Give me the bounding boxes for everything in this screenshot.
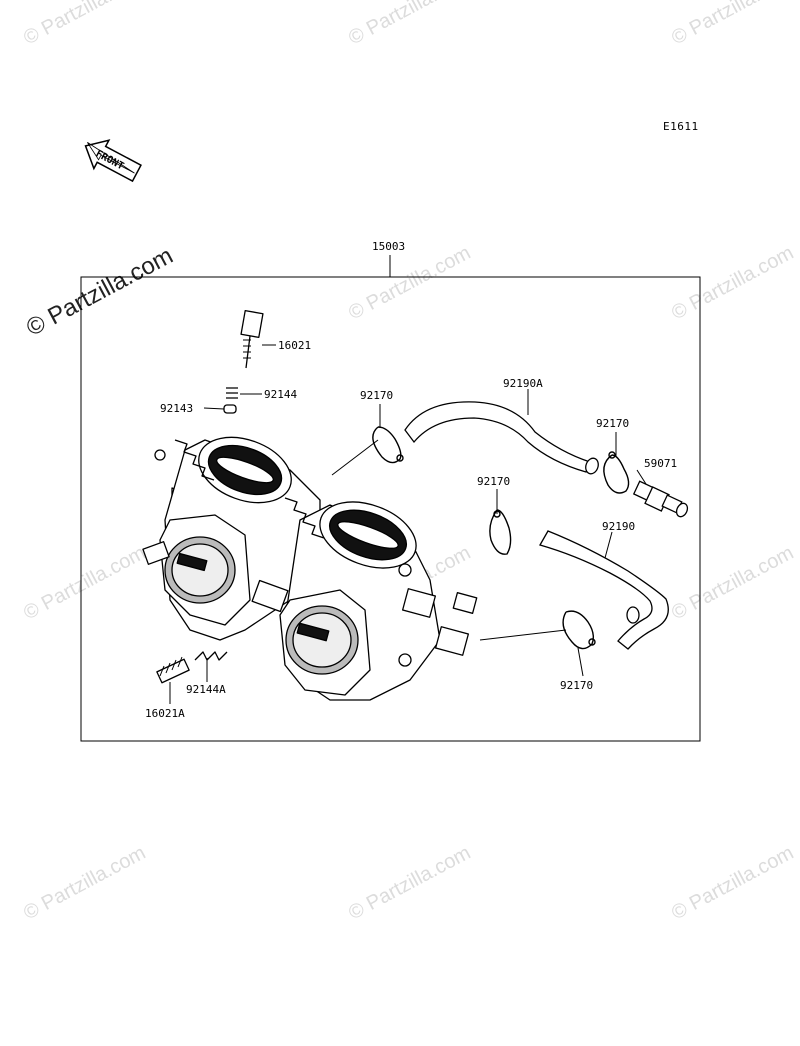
hose-clamp-92170-top (372, 426, 404, 464)
label-92170-mid: 92170 (477, 475, 510, 488)
hose-clamp-92170-mid (489, 509, 512, 555)
part-labels: 15003 16021 92144 92143 92170 92190A 921… (145, 240, 677, 720)
label-92190: 92190 (602, 520, 635, 533)
label-59071: 59071 (644, 457, 677, 470)
label-92170-bottom: 92170 (560, 679, 593, 692)
idle-screw-16021A (156, 656, 190, 684)
hose-clamp-92170-right (603, 451, 630, 494)
label-92170-top: 92170 (360, 389, 393, 402)
front-arrow-icon: FRONT (84, 139, 142, 183)
label-92144A: 92144A (186, 683, 226, 696)
leader-lines (169, 344, 647, 704)
label-92144: 92144 (264, 388, 297, 401)
label-92143: 92143 (160, 402, 193, 415)
carburetor-assembly (142, 309, 478, 701)
label-92170-right: 92170 (596, 417, 629, 430)
hose-clamp-92170-bottom (562, 610, 596, 650)
label-15003: 15003 (372, 240, 405, 253)
hose-92190A (404, 401, 599, 475)
label-92190A: 92190A (503, 377, 543, 390)
label-16021: 16021 (278, 339, 311, 352)
label-16021A: 16021A (145, 707, 185, 720)
hose-92190 (539, 530, 669, 650)
diagram-code: E1611 (663, 120, 699, 133)
fitting-59071 (632, 480, 689, 518)
